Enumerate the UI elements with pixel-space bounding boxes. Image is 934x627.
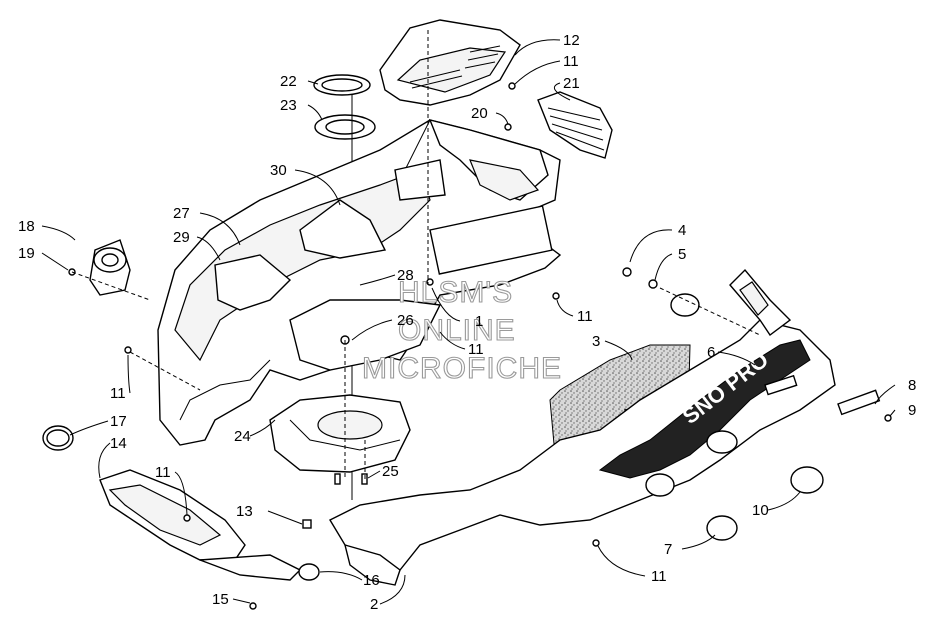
callout-15: 15: [212, 591, 229, 608]
part-hole-2: [706, 430, 738, 454]
callout-23: 23: [280, 97, 297, 114]
callout-19: 19: [18, 245, 35, 262]
callouts: 12 11 21 22 23 20 30 27 18 29 19 4 5 28 …: [18, 32, 916, 613]
callout-7: 7: [664, 541, 672, 558]
leader-lines: [41, 39, 896, 605]
callout-11: 11: [563, 53, 579, 70]
watermark-line3: MICROFICHE: [362, 352, 562, 385]
part-6-side-shell: SNO PRO: [329, 268, 836, 586]
callout-6: 6: [707, 344, 715, 361]
watermark-line1: HLSM'S: [398, 276, 513, 309]
callout-28: 28: [397, 267, 414, 284]
callout-4: 4: [678, 222, 686, 239]
callout-11: 11: [651, 568, 667, 585]
callout-18: 18: [18, 218, 35, 235]
callout-14: 14: [110, 435, 127, 452]
callout-10: 10: [752, 502, 769, 519]
part-14-bumper: [99, 469, 302, 581]
callout-9: 9: [908, 402, 916, 419]
callout-11: 11: [468, 341, 484, 358]
part-7-plug: [706, 515, 738, 541]
part-22-ring: [313, 74, 371, 96]
part-30-hood: [157, 118, 562, 446]
part-8-plate: [837, 389, 881, 416]
watermark: HLSM'S ONLINE MICROFICHE: [361, 275, 562, 385]
assembly-lines: [71, 30, 761, 480]
callout-11: 11: [577, 308, 593, 325]
callout-17: 17: [110, 413, 127, 430]
callout-16: 16: [363, 572, 380, 589]
callout-13: 13: [236, 503, 253, 520]
callout-30: 30: [270, 162, 287, 179]
part-16-grommet: [298, 563, 320, 581]
callout-2: 2: [370, 596, 378, 613]
part-10-plug: [790, 466, 824, 494]
callout-27: 27: [173, 205, 190, 222]
part-hole: [645, 473, 675, 497]
part-17-clip: [42, 425, 74, 451]
callout-22: 22: [280, 73, 297, 90]
part-stopper: [670, 293, 700, 317]
callout-11: 11: [155, 464, 171, 481]
callout-12: 12: [563, 32, 580, 49]
callout-21: 21: [563, 75, 580, 92]
callout-20: 20: [471, 105, 488, 122]
callout-1: 1: [475, 313, 483, 330]
callout-5: 5: [678, 246, 686, 263]
callout-25: 25: [382, 463, 399, 480]
callout-26: 26: [397, 312, 414, 329]
callout-11: 11: [110, 385, 126, 402]
callout-24: 24: [234, 428, 251, 445]
part-21-vent: [537, 91, 613, 159]
watermark-line2: ONLINE: [398, 314, 516, 347]
callout-8: 8: [908, 377, 916, 394]
part-18-boot: [89, 239, 131, 296]
part-24-lower-pan: [269, 394, 411, 473]
part-12-dash-cover: [379, 19, 521, 106]
part-23-ring: [314, 114, 376, 140]
callout-29: 29: [173, 229, 190, 246]
callout-3: 3: [592, 333, 600, 350]
